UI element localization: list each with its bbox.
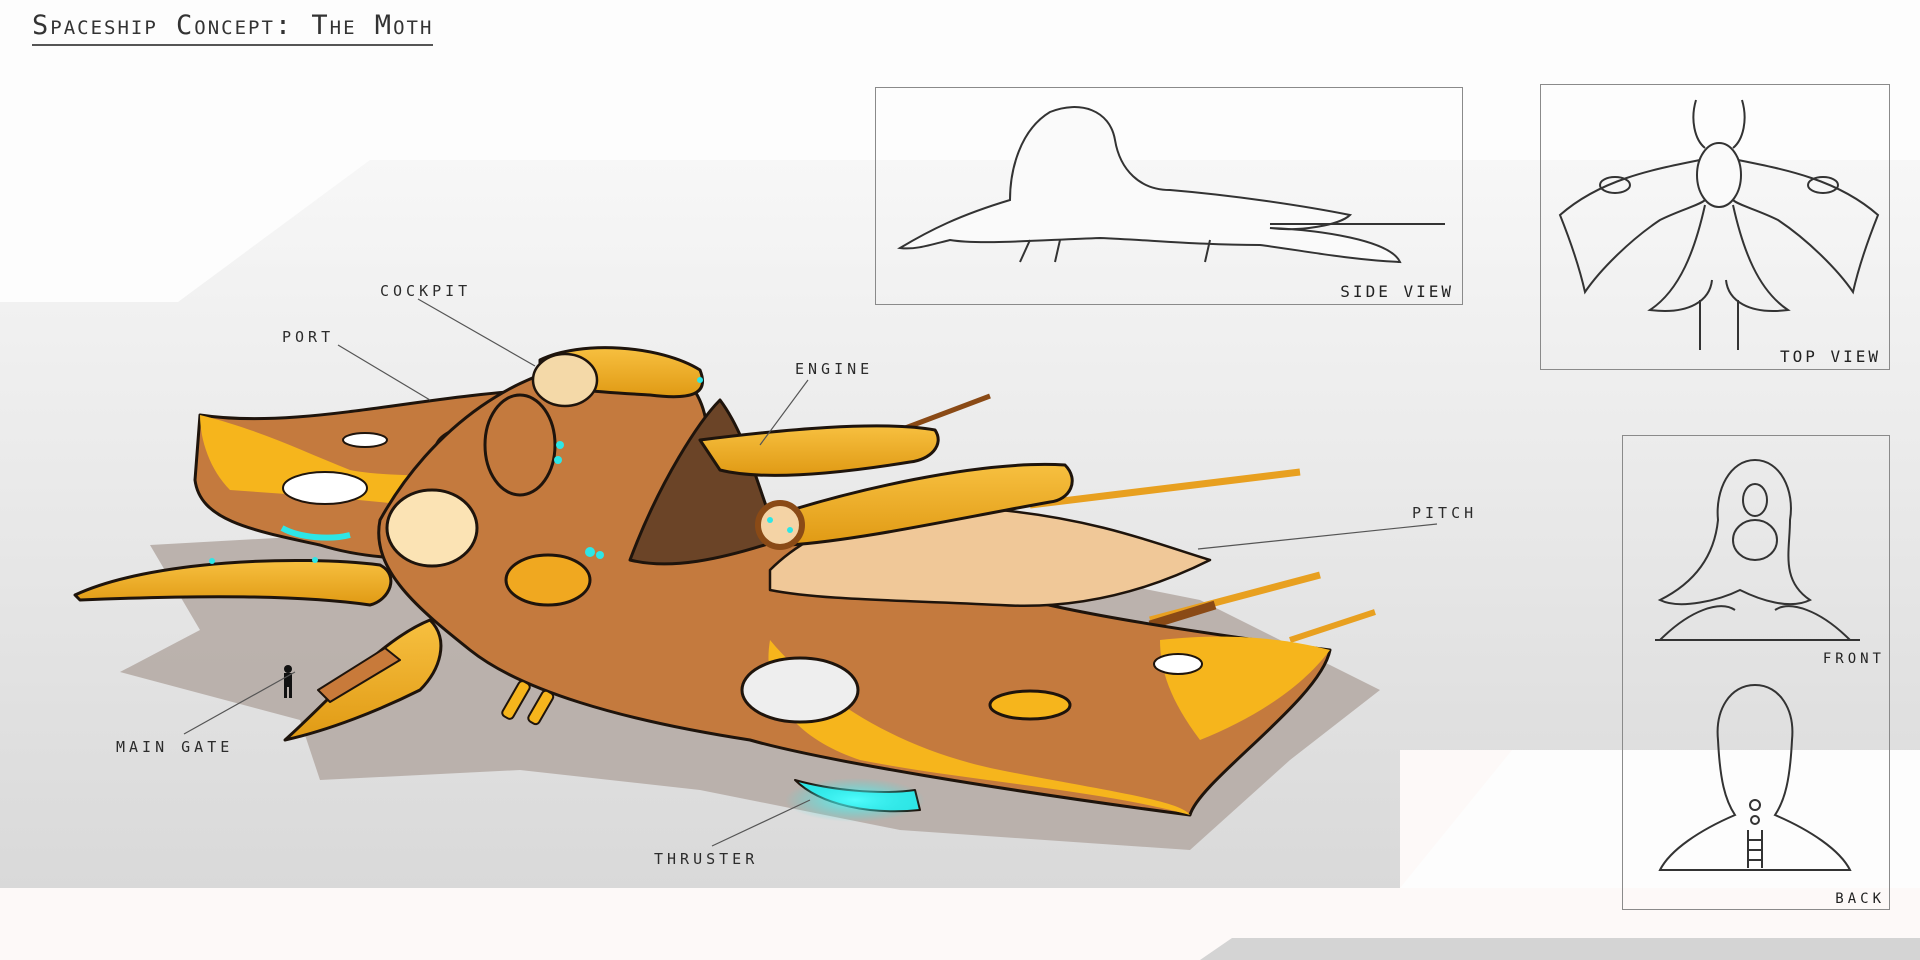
label-pitch: PITCH <box>1412 504 1478 522</box>
front-view-sketch <box>1655 458 1860 641</box>
leader-lines <box>183 298 1438 847</box>
front-view-label: FRONT <box>1822 651 1885 667</box>
page-title: Spaceship Concept: The Moth <box>32 10 434 46</box>
label-port: PORT <box>282 328 335 346</box>
leader-cockpit <box>417 298 536 367</box>
label-engine: ENGINE <box>795 360 874 378</box>
label-main-gate: MAIN GATE <box>116 738 234 756</box>
leader-port <box>337 344 431 401</box>
label-cockpit: COCKPIT <box>380 282 472 300</box>
leader-pitch <box>1197 523 1438 550</box>
back-view-label: BACK <box>1835 891 1885 907</box>
leader-main-gate <box>183 671 296 735</box>
top-view-panel: TOP VIEW <box>1540 84 1890 370</box>
top-view-sketch <box>1558 99 1880 350</box>
top-view-label: TOP VIEW <box>1779 347 1881 366</box>
floor-strip <box>1200 938 1920 960</box>
side-view-panel: SIDE VIEW <box>875 87 1463 305</box>
back-view-sketch <box>1658 683 1852 871</box>
side-view-label: SIDE VIEW <box>1340 282 1454 301</box>
side-view-sketch <box>897 106 1445 264</box>
leader-thruster <box>711 799 811 847</box>
leader-engine <box>759 379 809 446</box>
moth-spaceship <box>73 346 1376 822</box>
label-thruster: THRUSTER <box>654 850 759 868</box>
scale-figure <box>284 665 292 698</box>
front-back-view-panel: FRONT BACK <box>1622 435 1890 910</box>
